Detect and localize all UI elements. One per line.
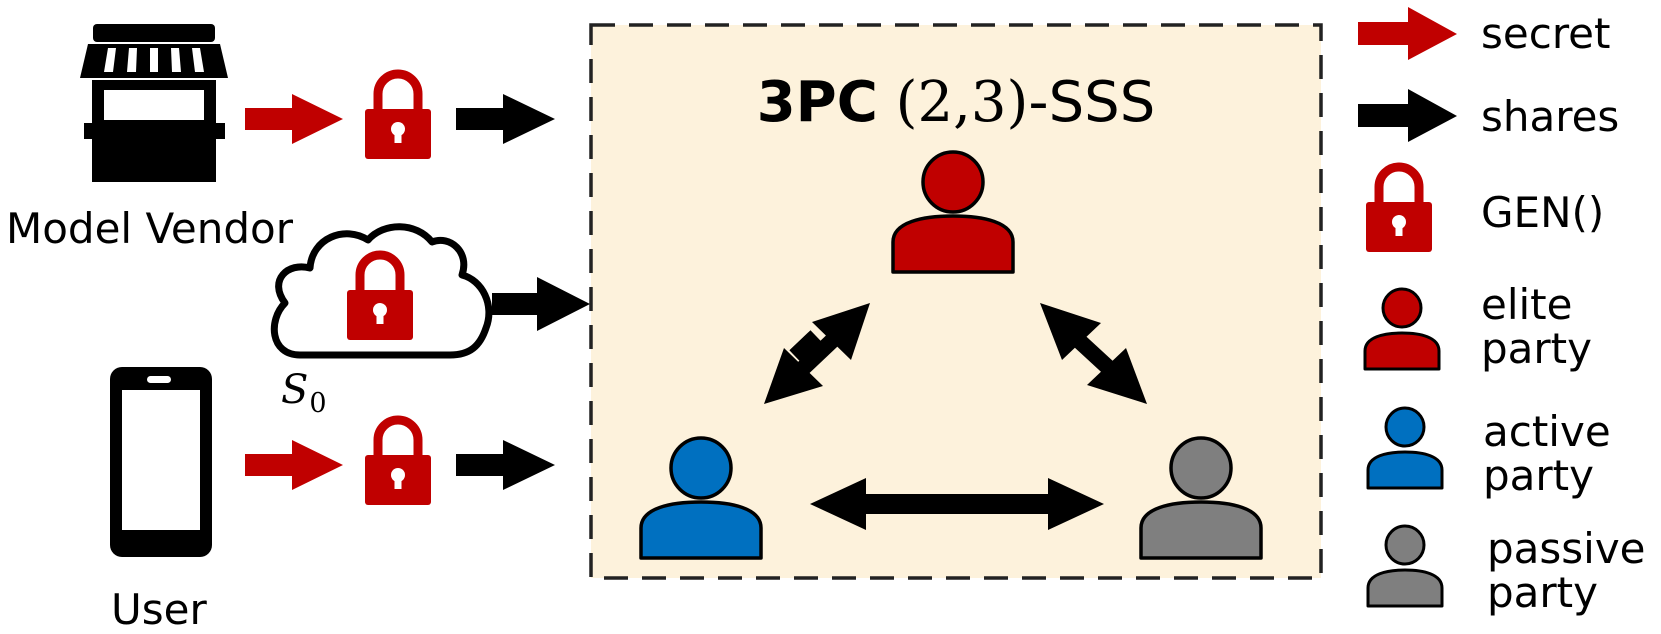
box-title: 3PC (2,3)-SSS xyxy=(591,75,1321,131)
legend-active-line1: active xyxy=(1483,407,1611,456)
3pc-box-area: 3PC (2,3)-SSS xyxy=(591,25,1321,578)
share-arrow xyxy=(492,277,590,331)
legend-passive-label: passive party xyxy=(1487,527,1646,615)
user-label: User xyxy=(111,585,207,634)
legend-lock-icon xyxy=(1366,167,1432,252)
lock-icon xyxy=(365,420,431,505)
legend-active-line2: party xyxy=(1483,451,1594,500)
title-math: (2,3) xyxy=(895,70,1029,135)
legend-active-icon xyxy=(1366,406,1444,490)
phone-icon xyxy=(110,367,212,557)
lock-icon xyxy=(365,74,431,159)
cloud-label-var: S xyxy=(281,367,309,413)
double-arrow-active-passive xyxy=(810,478,1104,530)
legend-share-arrow xyxy=(1358,89,1457,142)
title-suffix: -SSS xyxy=(1028,70,1156,135)
legend-elite-label: elite party xyxy=(1481,283,1592,371)
legend-elite-line2: party xyxy=(1481,324,1592,373)
legend-passive-line2: party xyxy=(1487,568,1598,617)
legend-passive-icon xyxy=(1366,524,1444,608)
legend-active-label: active party xyxy=(1483,410,1611,498)
legend-passive-line1: passive xyxy=(1487,524,1646,573)
share-arrow xyxy=(456,440,555,490)
legend-elite-line1: elite xyxy=(1481,280,1573,329)
legend-gen-label: GEN() xyxy=(1481,188,1605,237)
legend-secret-arrow xyxy=(1358,7,1457,60)
model-vendor-label: Model Vendor xyxy=(6,204,294,253)
legend-elite-icon xyxy=(1363,287,1441,371)
title-bold: 3PC xyxy=(756,70,878,135)
share-arrow xyxy=(456,94,555,144)
double-arrow-elite-active xyxy=(764,303,870,404)
secret-arrow xyxy=(245,94,343,144)
secret-arrow xyxy=(245,440,343,490)
legend-secret-label: secret xyxy=(1481,9,1611,58)
double-arrow-elite-passive xyxy=(1040,303,1147,404)
store-icon xyxy=(80,24,228,182)
legend-shares-label: shares xyxy=(1481,92,1620,141)
cloud-label: S0 xyxy=(281,370,327,417)
cloud-label-sub: 0 xyxy=(309,388,327,419)
